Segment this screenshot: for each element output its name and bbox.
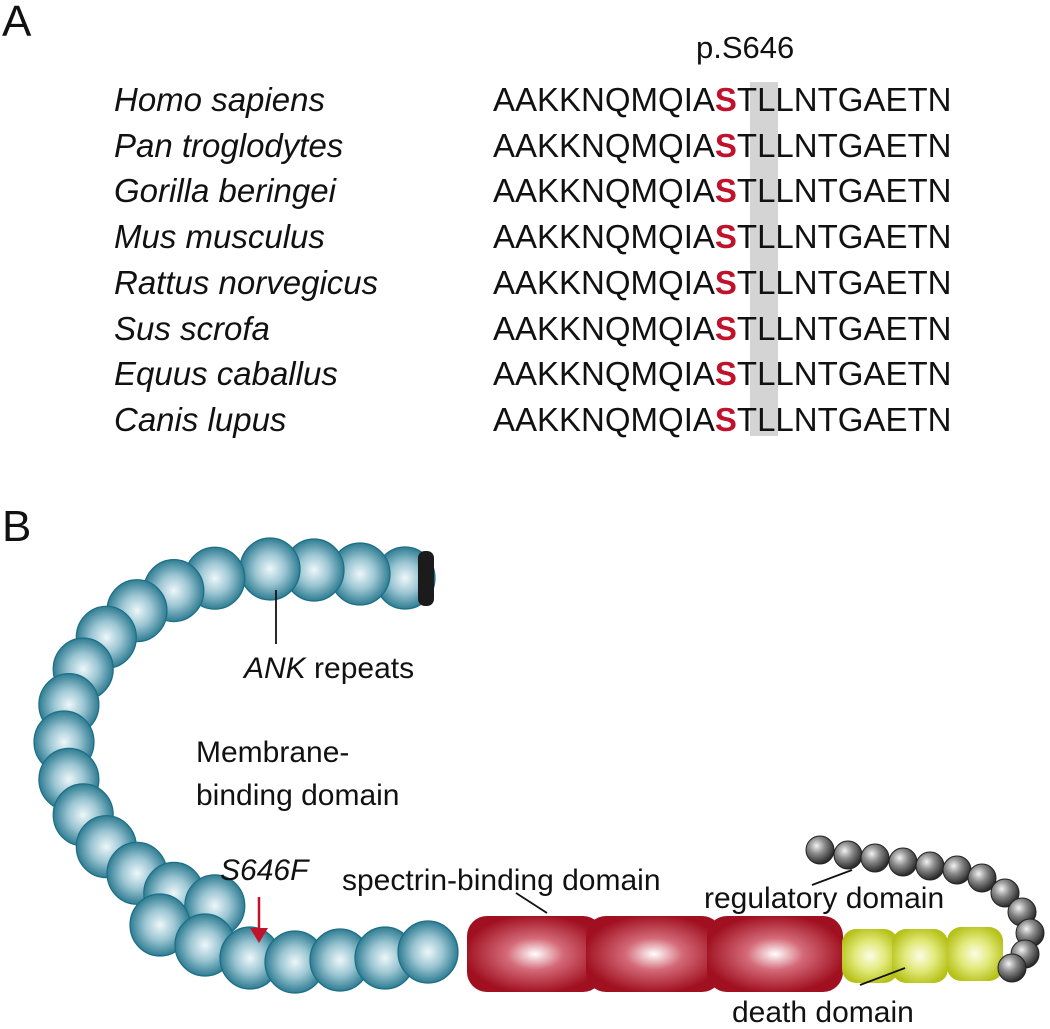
sequence-row: AAKKNQMQIASTLLNTGAETN <box>493 351 951 396</box>
conserved-residue: S <box>714 400 737 438</box>
membrane-label-line2: binding domain <box>196 779 399 812</box>
ank-repeats-label: ANK repeats <box>242 652 414 685</box>
sequence-row: AAKKNQMQIASTLLNTGAETN <box>493 397 951 442</box>
conserved-residue: S <box>714 309 737 347</box>
death-leader-line <box>859 967 906 986</box>
regulatory-bead <box>860 843 890 873</box>
spectrin-binding-domain <box>467 916 843 992</box>
spectrin-leader-line <box>515 892 548 914</box>
species-name: Homo sapiens <box>114 81 325 118</box>
sequence-suffix: TLLNTGAETN <box>736 126 952 164</box>
panel-b-letter: B <box>2 502 32 551</box>
spectrin-repeat-block <box>467 916 603 992</box>
mutation-site-label: p.S646 <box>696 30 795 65</box>
sequence-suffix: TLLNTGAETN <box>736 172 952 210</box>
species-name: Mus musculus <box>114 218 325 256</box>
sequence-prefix: AAKKNQMQIA <box>493 218 715 256</box>
n-terminal-cap <box>418 551 434 606</box>
death-domain-unit <box>947 927 1003 981</box>
conserved-residue: S <box>714 263 737 301</box>
spectrin-label: spectrin-binding domain <box>342 864 661 897</box>
regulatory-label: regulatory domain <box>704 882 944 915</box>
sequence-suffix: TLLNTGAETN <box>736 355 952 393</box>
species-name: Gorilla beringei <box>114 172 336 210</box>
species-name: Equus caballus <box>114 355 338 393</box>
sequence-prefix: AAKKNQMQIA <box>493 263 715 301</box>
sequence-row: AAKKNQMQIASTLLNTGAETN <box>493 168 951 213</box>
species-name: Sus scrofa <box>114 309 270 347</box>
species-name: Pan troglodytes <box>114 126 344 164</box>
ank-repeats-chain <box>33 537 459 994</box>
species-name: Rattus norvegicus <box>114 263 379 301</box>
sequence-suffix: TLLNTGAETN <box>736 309 952 347</box>
sequence-suffix: TLLNTGAETN <box>736 263 952 301</box>
regulatory-bead <box>990 878 1020 908</box>
ank-repeat-unit <box>397 920 459 984</box>
death-domain-unit <box>892 929 948 983</box>
conserved-residue: S <box>714 355 737 393</box>
death-label: death domain <box>732 996 914 1029</box>
death-domain <box>842 927 1003 983</box>
sequence-row: AAKKNQMQIASTLLNTGAETN <box>493 77 951 122</box>
sequence-suffix: TLLNTGAETN <box>736 81 952 118</box>
conserved-residue: S <box>714 218 737 256</box>
sequence-row: AAKKNQMQIASTLLNTGAETN <box>493 123 951 168</box>
spectrin-repeat-block <box>586 916 722 992</box>
sequence-suffix: TLLNTGAETN <box>736 218 952 256</box>
sequence-prefix: AAKKNQMQIA <box>493 355 715 393</box>
membrane-label-line1: Membrane- <box>196 736 349 769</box>
sequence-row: AAKKNQMQIASTLLNTGAETN <box>493 214 951 259</box>
regulatory-bead <box>942 855 972 885</box>
sequence-prefix: AAKKNQMQIA <box>493 400 715 438</box>
regulatory-bead <box>967 863 997 893</box>
mutation-arrow-head <box>250 928 268 943</box>
conserved-column-highlight <box>750 82 778 436</box>
sequence-suffix: TLLNTGAETN <box>736 400 952 438</box>
spectrin-repeat-block <box>707 916 843 992</box>
sequence-row: AAKKNQMQIASTLLNTGAETN <box>493 260 951 305</box>
sequence-prefix: AAKKNQMQIA <box>493 172 715 210</box>
conserved-residue: S <box>714 172 737 210</box>
species-name: Canis lupus <box>114 400 287 438</box>
sequence-prefix: AAKKNQMQIA <box>493 81 715 118</box>
sequence-prefix: AAKKNQMQIA <box>493 126 715 164</box>
ank-repeat-unit <box>239 537 301 601</box>
conserved-residue: S <box>714 81 737 118</box>
sequence-prefix: AAKKNQMQIA <box>493 309 715 347</box>
regulatory-domain-beads <box>805 835 1045 983</box>
regulatory-leader-line <box>811 869 853 886</box>
death-domain-unit <box>842 929 898 983</box>
regulatory-bead <box>833 840 863 870</box>
regulatory-bead <box>997 953 1027 983</box>
conserved-residue: S <box>714 126 737 164</box>
regulatory-bead <box>805 835 835 865</box>
sequence-row: AAKKNQMQIASTLLNTGAETN <box>493 306 951 351</box>
regulatory-bead <box>915 851 945 881</box>
panel-a-letter: A <box>2 0 32 46</box>
mutation-label: S646F <box>220 854 310 887</box>
regulatory-bead <box>888 847 918 877</box>
